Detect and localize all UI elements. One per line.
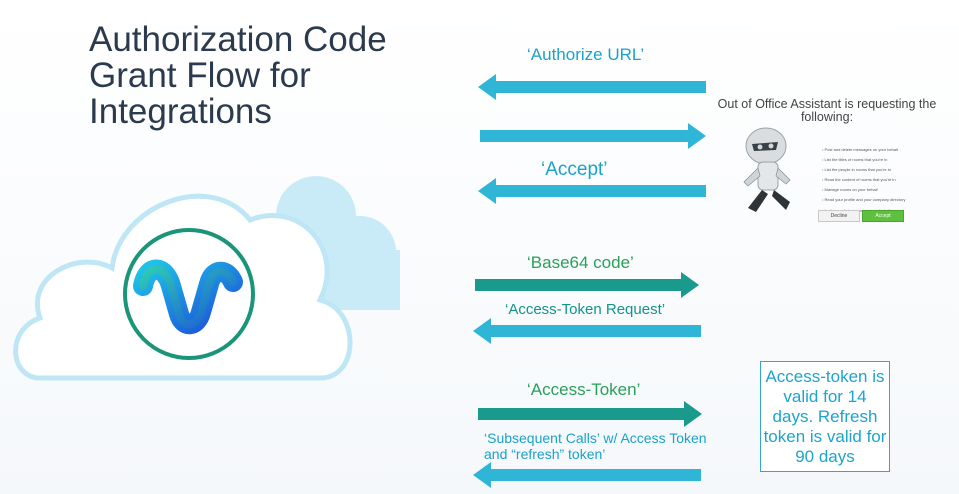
webex-logo-icon xyxy=(123,228,255,360)
permission-list: Post and delete messages on your behalf … xyxy=(822,145,906,216)
arrow-access-token xyxy=(478,401,702,427)
page-title: Authorization Code Grant Flow for Integr… xyxy=(89,20,387,131)
label-authorize-url: ‘Authorize URL’ xyxy=(527,45,645,64)
consent-title: Out of Office Assistant is requesting th… xyxy=(717,97,937,124)
arrow-subsequent-calls xyxy=(473,462,701,488)
arrow-base64-code xyxy=(475,272,699,298)
arrow-to-popup xyxy=(480,123,706,149)
consent-dialog: Out of Office Assistant is requesting th… xyxy=(716,98,938,233)
permission-item: Manage rooms on your behalf xyxy=(822,185,905,195)
arrow-accept xyxy=(478,178,706,204)
permission-item: Read your profile and your company direc… xyxy=(822,195,906,205)
label-access-token-request: ‘Access-Token Request’ xyxy=(505,301,666,318)
token-validity-note: Access-token is valid for 14 days. Refre… xyxy=(760,361,890,472)
label-subsequent-calls-line2: and “refresh” token’ xyxy=(484,446,606,462)
label-subsequent-calls-line1: ‘Subsequent Calls’ w/ Access Token xyxy=(484,430,707,446)
accept-button[interactable]: Accept xyxy=(862,210,904,222)
permission-item: List the people in rooms that you're in xyxy=(822,165,905,175)
robot-icon xyxy=(743,127,791,212)
label-accept: ‘Accept’ xyxy=(541,159,608,180)
label-access-token: ‘Access-Token’ xyxy=(527,380,641,399)
permission-item: Post and delete messages on your behalf xyxy=(822,145,905,155)
decline-button[interactable]: Decline xyxy=(818,210,860,222)
arrow-access-token-request xyxy=(473,318,701,344)
permission-item: List the titles of rooms that you're in xyxy=(822,155,905,165)
arrow-authorize-url xyxy=(478,74,706,100)
label-base64-code: ‘Base64 code’ xyxy=(527,253,634,272)
permission-item: Read the content of rooms that you're in xyxy=(822,175,905,185)
